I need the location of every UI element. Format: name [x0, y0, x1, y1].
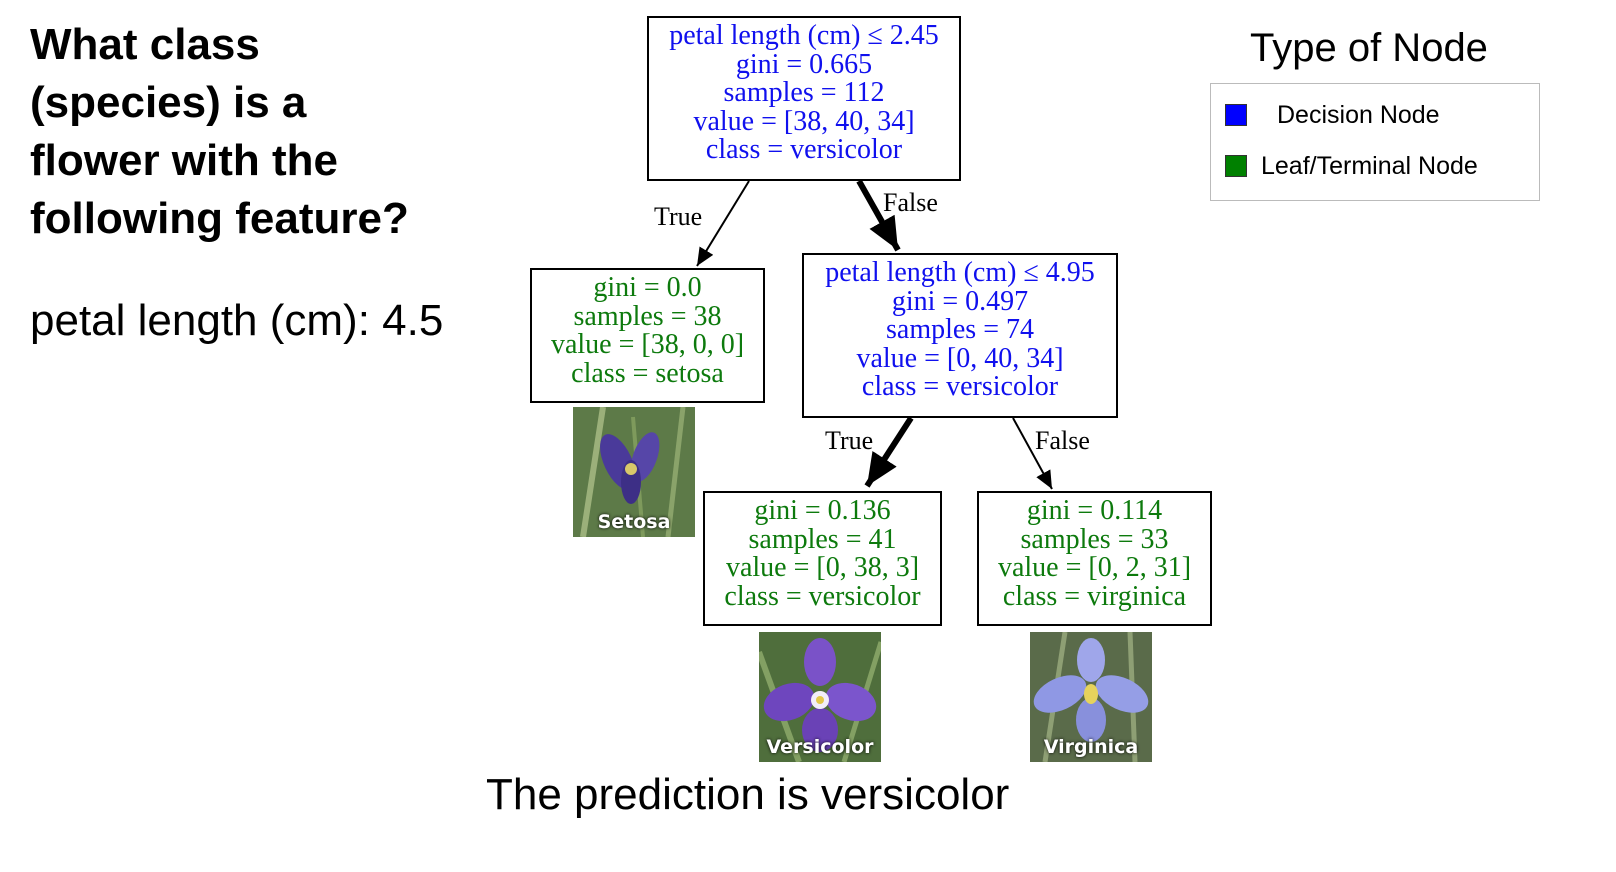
versicolor-flower-image: Versicolor: [759, 632, 881, 762]
legend-item-decision: Decision Node: [1225, 100, 1440, 130]
legend: Decision Node Leaf/Terminal Node: [1210, 83, 1540, 201]
edge-label-true: True: [825, 426, 874, 455]
node-value: value = [0, 40, 34]: [856, 342, 1064, 374]
node-samples: samples = 38: [573, 300, 722, 332]
node-value: value = [38, 40, 34]: [693, 105, 915, 137]
flower-caption: Virginica: [1043, 736, 1139, 758]
iris-flower-icon: [573, 407, 695, 537]
versicolor-leaf-node: gini = 0.136 samples = 41 value = [0, 38…: [703, 491, 942, 626]
iris-flower-icon: [1030, 632, 1152, 762]
node-class: class = versicolor: [724, 580, 921, 612]
edge-inner-false: [1012, 417, 1053, 490]
question-line: (species) is a: [30, 78, 307, 127]
question-line: flower with the: [30, 136, 338, 185]
node-class: class = versicolor: [705, 134, 903, 165]
edge-label-true: True: [654, 202, 703, 231]
node-gini: gini = 0.114: [1026, 495, 1163, 526]
node-split-rule: petal length (cm) ≤ 4.95: [825, 257, 1095, 288]
edge-root-false: [856, 179, 901, 252]
prediction-text: The prediction is versicolor: [486, 770, 1010, 819]
node-class: class = versicolor: [861, 371, 1059, 402]
node-class: class = setosa: [571, 357, 724, 389]
root-decision-node: petal length (cm) ≤ 2.45 gini = 0.665 sa…: [647, 16, 961, 181]
node-gini: gini = 0.497: [891, 285, 1029, 317]
leaf-swatch-icon: [1225, 155, 1247, 177]
feature-value: petal length (cm): 4.5: [30, 296, 444, 345]
legend-label: Leaf/Terminal Node: [1261, 151, 1478, 180]
iris-flower-icon: [759, 632, 881, 762]
edge-label-false: False: [883, 188, 938, 217]
edge-root-true: [696, 180, 750, 267]
node-samples: samples = 112: [723, 77, 885, 108]
flower-caption: Versicolor: [766, 736, 874, 758]
flower-caption: Setosa: [597, 511, 671, 533]
legend-label: Decision Node: [1277, 100, 1440, 129]
legend-title: Type of Node: [1250, 26, 1488, 70]
decision-swatch-icon: [1225, 104, 1247, 126]
node-value: value = [0, 2, 31]: [997, 552, 1192, 583]
edge-label-false: False: [1035, 426, 1090, 455]
node-value: value = [38, 0, 0]: [550, 329, 745, 360]
node-split-rule: petal length (cm) ≤ 2.45: [669, 20, 939, 51]
node-gini: gini = 0.0: [593, 272, 702, 303]
virginica-leaf-node: gini = 0.114 samples = 33 value = [0, 2,…: [977, 491, 1212, 626]
node-samples: samples = 74: [886, 314, 1034, 345]
question-text: What class (species) is a flower with th…: [30, 16, 470, 248]
setosa-leaf-node: gini = 0.0 samples = 38 value = [38, 0, …: [530, 268, 765, 403]
node-class: class = virginica: [1002, 580, 1187, 612]
virginica-flower-image: Virginica: [1030, 632, 1152, 762]
node-gini: gini = 0.665: [735, 48, 873, 80]
question-line: following feature?: [30, 194, 409, 243]
node-gini: gini = 0.136: [754, 495, 891, 526]
inner-decision-node: petal length (cm) ≤ 4.95 gini = 0.497 sa…: [802, 253, 1118, 418]
edge-inner-true: [864, 416, 914, 488]
node-samples: samples = 41: [748, 523, 897, 555]
setosa-flower-image: Setosa: [573, 407, 695, 537]
legend-item-leaf: Leaf/Terminal Node: [1225, 151, 1478, 181]
question-line: What class: [30, 20, 260, 69]
node-value: value = [0, 38, 3]: [725, 552, 920, 583]
node-samples: samples = 33: [1020, 523, 1169, 555]
